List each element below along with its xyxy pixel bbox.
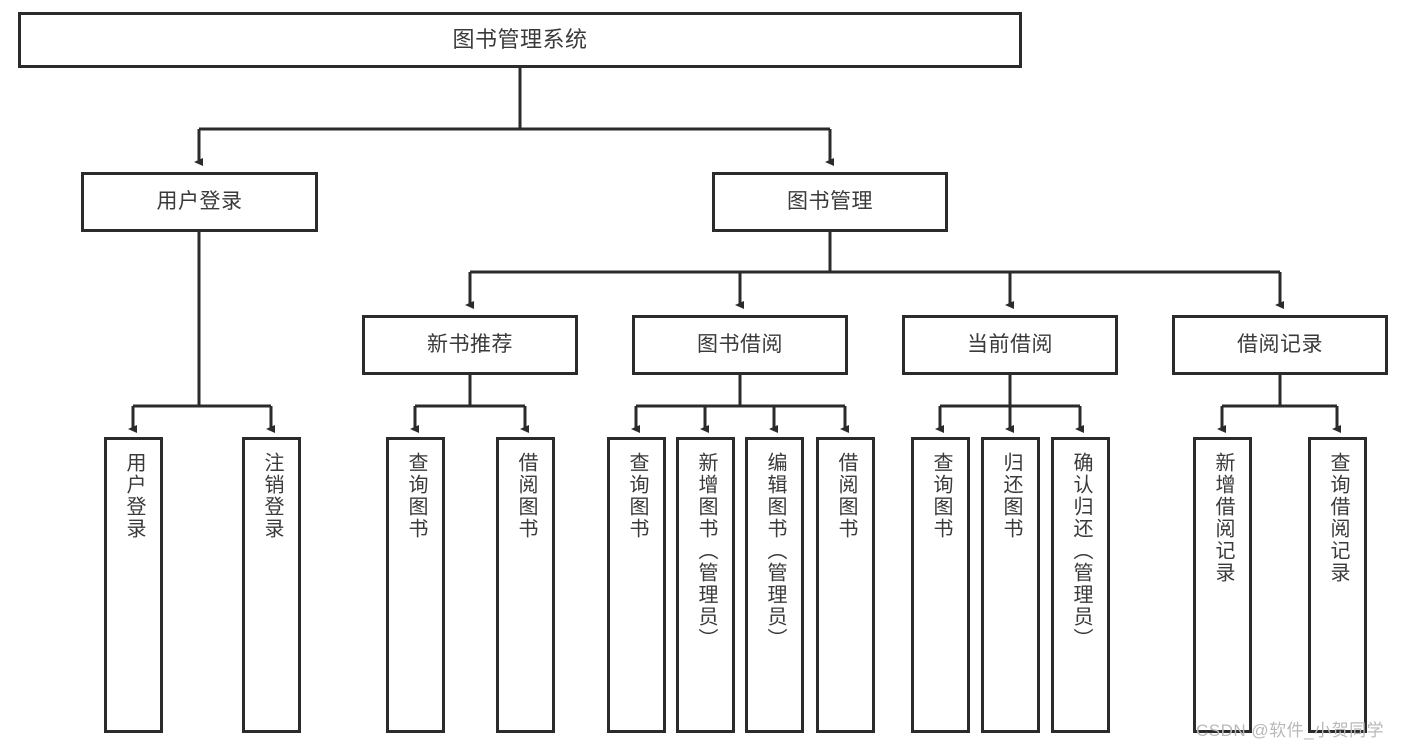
leaf-book-borrow-add[interactable]: 新增图书（管理员） bbox=[676, 437, 735, 733]
node-label: 当前借阅 bbox=[967, 332, 1053, 356]
node-current-borrow[interactable]: 当前借阅 bbox=[902, 315, 1118, 375]
leaf-book-borrow-query[interactable]: 查询图书 bbox=[607, 437, 666, 733]
node-label: 新增借阅记录 bbox=[1212, 452, 1234, 584]
node-label: 新书推荐 bbox=[427, 332, 513, 356]
node-label: 借阅图书 bbox=[515, 452, 537, 540]
node-label: 用户登录 bbox=[123, 452, 145, 540]
node-label: 查询图书 bbox=[405, 452, 427, 540]
node-label: 借阅记录 bbox=[1237, 332, 1323, 356]
node-book-borrow[interactable]: 图书借阅 bbox=[632, 315, 848, 375]
node-label: 注销登录 bbox=[261, 452, 283, 540]
watermark-text: CSDN @软件_小贺同学 bbox=[1196, 721, 1385, 740]
node-borrow-record[interactable]: 借阅记录 bbox=[1172, 315, 1388, 375]
leaf-current-borrow-return[interactable]: 归还图书 bbox=[981, 437, 1040, 733]
leaf-borrow-record-add[interactable]: 新增借阅记录 bbox=[1193, 437, 1252, 733]
leaf-current-borrow-confirm-return[interactable]: 确认归还（管理员） bbox=[1051, 437, 1110, 733]
leaf-new-book-query[interactable]: 查询图书 bbox=[386, 437, 445, 733]
node-label: 查询图书 bbox=[930, 452, 952, 540]
node-label: 图书借阅 bbox=[697, 332, 783, 356]
node-label: 图书管理 bbox=[787, 189, 873, 213]
leaf-current-borrow-query[interactable]: 查询图书 bbox=[911, 437, 970, 733]
node-label: 确认归还（管理员） bbox=[1070, 452, 1092, 650]
leaf-user-login-signin[interactable]: 用户登录 bbox=[104, 437, 163, 733]
leaf-book-borrow-edit[interactable]: 编辑图书（管理员） bbox=[745, 437, 804, 733]
node-book-management[interactable]: 图书管理 bbox=[712, 172, 948, 232]
leaf-new-book-borrow[interactable]: 借阅图书 bbox=[496, 437, 555, 733]
node-label: 查询借阅记录 bbox=[1327, 452, 1349, 584]
leaf-user-login-signout[interactable]: 注销登录 bbox=[242, 437, 301, 733]
node-label: 归还图书 bbox=[1000, 452, 1022, 540]
leaf-borrow-record-query[interactable]: 查询借阅记录 bbox=[1308, 437, 1367, 733]
leaf-book-borrow-lend[interactable]: 借阅图书 bbox=[816, 437, 875, 733]
node-label: 用户登录 bbox=[156, 189, 243, 213]
node-label: 新增图书（管理员） bbox=[695, 452, 717, 650]
node-new-book-recommend[interactable]: 新书推荐 bbox=[362, 315, 578, 375]
node-label: 借阅图书 bbox=[835, 452, 857, 540]
node-label: 查询图书 bbox=[626, 452, 648, 540]
node-label: 编辑图书（管理员） bbox=[764, 452, 786, 650]
node-label: 图书管理系统 bbox=[452, 27, 588, 53]
node-user-login[interactable]: 用户登录 bbox=[81, 172, 318, 232]
node-root-system[interactable]: 图书管理系统 bbox=[18, 12, 1022, 68]
